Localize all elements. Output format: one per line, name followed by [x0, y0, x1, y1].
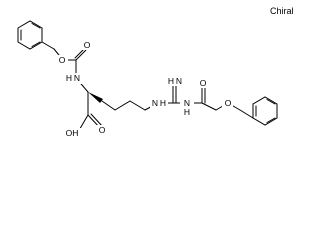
atom-o-carbonyl-right: O [200, 78, 207, 88]
benzene-ring-right [252, 96, 278, 126]
atom-o-ester-left: O [59, 55, 66, 65]
cbz-linker-right [187, 82, 254, 119]
stereo-wedge [88, 92, 103, 103]
amino-acid-backbone [75, 77, 159, 133]
atom-label-masks [57, 40, 233, 138]
structure-diagram: Chiral [17, 6, 294, 138]
atom-h-guan: H [184, 107, 190, 117]
atom-n-delta: N [152, 98, 158, 108]
atom-o-carbonyl-left: O [84, 40, 91, 50]
benzene-ring-left [17, 20, 43, 50]
atom-oh-acid: OH [66, 128, 79, 138]
atom-n-guan: N [184, 98, 190, 108]
atom-h-imine: H [168, 76, 174, 86]
atom-h-alpha: H [66, 73, 72, 83]
chiral-label: Chiral [270, 6, 294, 16]
atom-labels: O O H N OH O N H H N N H O O [59, 40, 232, 138]
atom-n-alpha: N [74, 73, 80, 83]
atom-n-imine: N [176, 76, 182, 86]
atom-o-carbonyl-acid: O [99, 125, 106, 135]
atom-h-delta: H [160, 98, 166, 108]
atom-o-ester-right: O [225, 98, 232, 108]
